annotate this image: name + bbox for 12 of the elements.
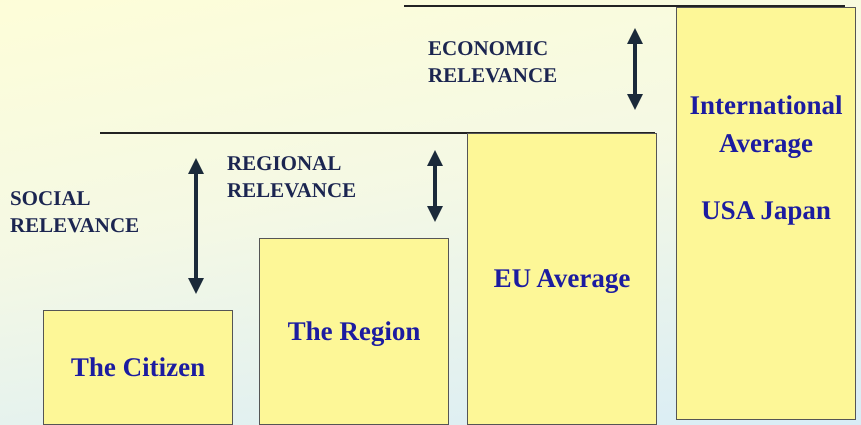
relevance-label: REGIONAL RELEVANCE xyxy=(227,150,358,204)
level-box xyxy=(676,7,856,420)
level-box xyxy=(467,133,657,425)
box-label: The Region xyxy=(288,314,420,348)
relevance-label: SOCIAL RELEVANCE xyxy=(10,185,140,240)
box-label: EU Average xyxy=(494,262,630,296)
relevance-label: ECONOMIC RELEVANCE xyxy=(428,35,558,90)
box-label: USA Japan xyxy=(701,194,831,228)
level-box xyxy=(259,238,449,425)
level-box xyxy=(43,310,233,425)
box-label: The Citizen xyxy=(70,350,206,384)
box-label: International Average xyxy=(688,88,844,160)
